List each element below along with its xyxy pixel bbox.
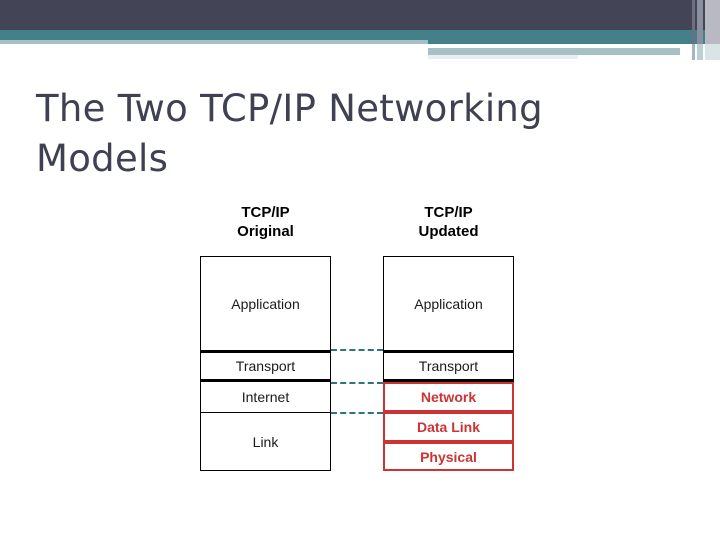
header-vertical-bar-3 [705,0,720,44]
connector-dashed-line-3 [331,412,383,414]
layer-original-transport[interactable]: Transport [200,350,331,382]
header-vertical-bar-4 [692,44,695,60]
layer-updated-physical[interactable]: Physical [383,442,514,471]
connector-dashed-line-1 [331,349,383,351]
header-white-cut [0,44,428,60]
layer-updated-data-link[interactable]: Data Link [383,412,514,442]
column-heading-updated-line1: TCP/IP [424,204,473,221]
layer-original-application[interactable]: Application [200,256,331,351]
header-vertical-bar-5 [697,44,703,60]
column-heading-original-line2: Original [237,223,294,240]
header-dark-bar [0,0,720,30]
column-heading-updated: TCP/IP Updated [383,203,514,241]
column-heading-original: TCP/IP Original [200,203,331,241]
stack-tcpip-updated: Application Transport Network Data Link … [383,256,514,471]
header-vertical-bar-1 [692,0,695,44]
column-heading-updated-line2: Updated [418,223,479,240]
header-pale-band [428,55,578,59]
page-title: The Two TCP/IP Networking Models [36,87,543,180]
layer-updated-application[interactable]: Application [383,256,514,351]
connector-dashed-line-2 [331,382,383,384]
header-light-band-right [428,48,680,55]
layer-original-link[interactable]: Link [200,412,331,471]
layer-updated-transport[interactable]: Transport [383,350,514,382]
header-vertical-bar-6 [705,44,720,60]
column-heading-original-line1: TCP/IP [241,204,290,221]
header-vertical-bar-2 [697,0,703,44]
layer-original-internet[interactable]: Internet [200,381,331,413]
slide-header-decoration [0,0,720,60]
layer-updated-network[interactable]: Network [383,382,514,412]
stack-tcpip-original: Application Transport Internet Link [200,256,331,471]
